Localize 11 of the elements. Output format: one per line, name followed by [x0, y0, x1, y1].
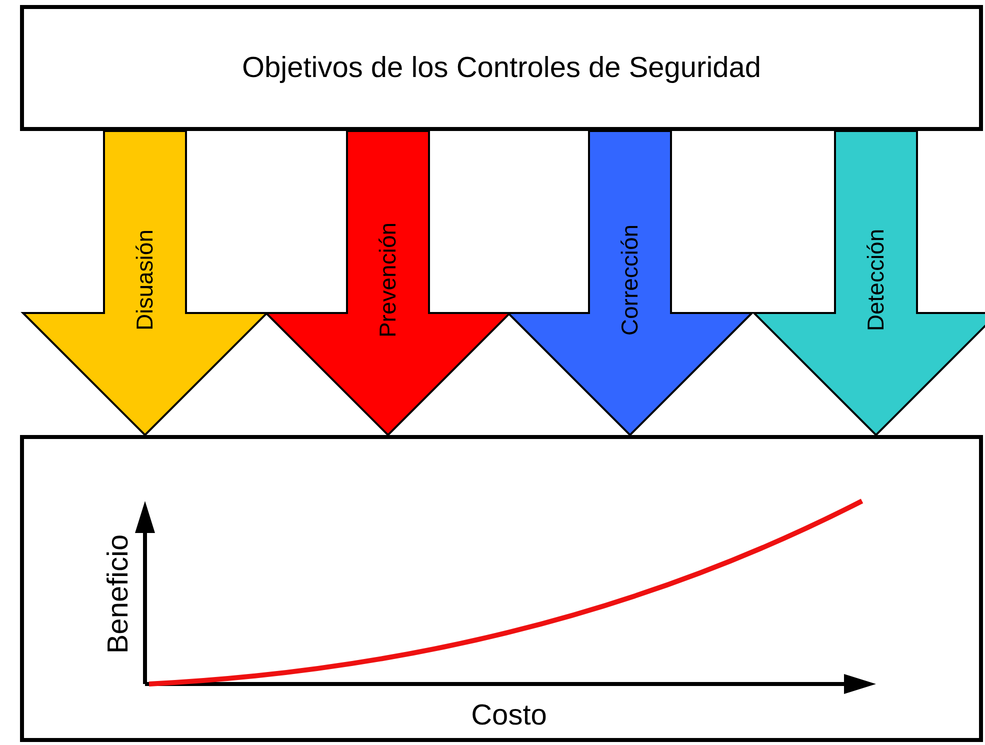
- axis-label: Beneficio: [102, 534, 136, 654]
- title-text: Objetivos de los Controles de Seguridad: [242, 52, 762, 84]
- edge-label: Disuasión: [132, 230, 158, 330]
- axis-label: Costo: [471, 700, 547, 732]
- title-box: [20, 5, 983, 131]
- edge-label: Prevención: [374, 222, 402, 338]
- edge-label: Detección: [862, 228, 890, 332]
- edge-label: Corrección: [616, 224, 644, 336]
- chart-panel: [20, 435, 983, 742]
- block-arrow: [752, 130, 985, 436]
- block-arrow: [20, 130, 270, 436]
